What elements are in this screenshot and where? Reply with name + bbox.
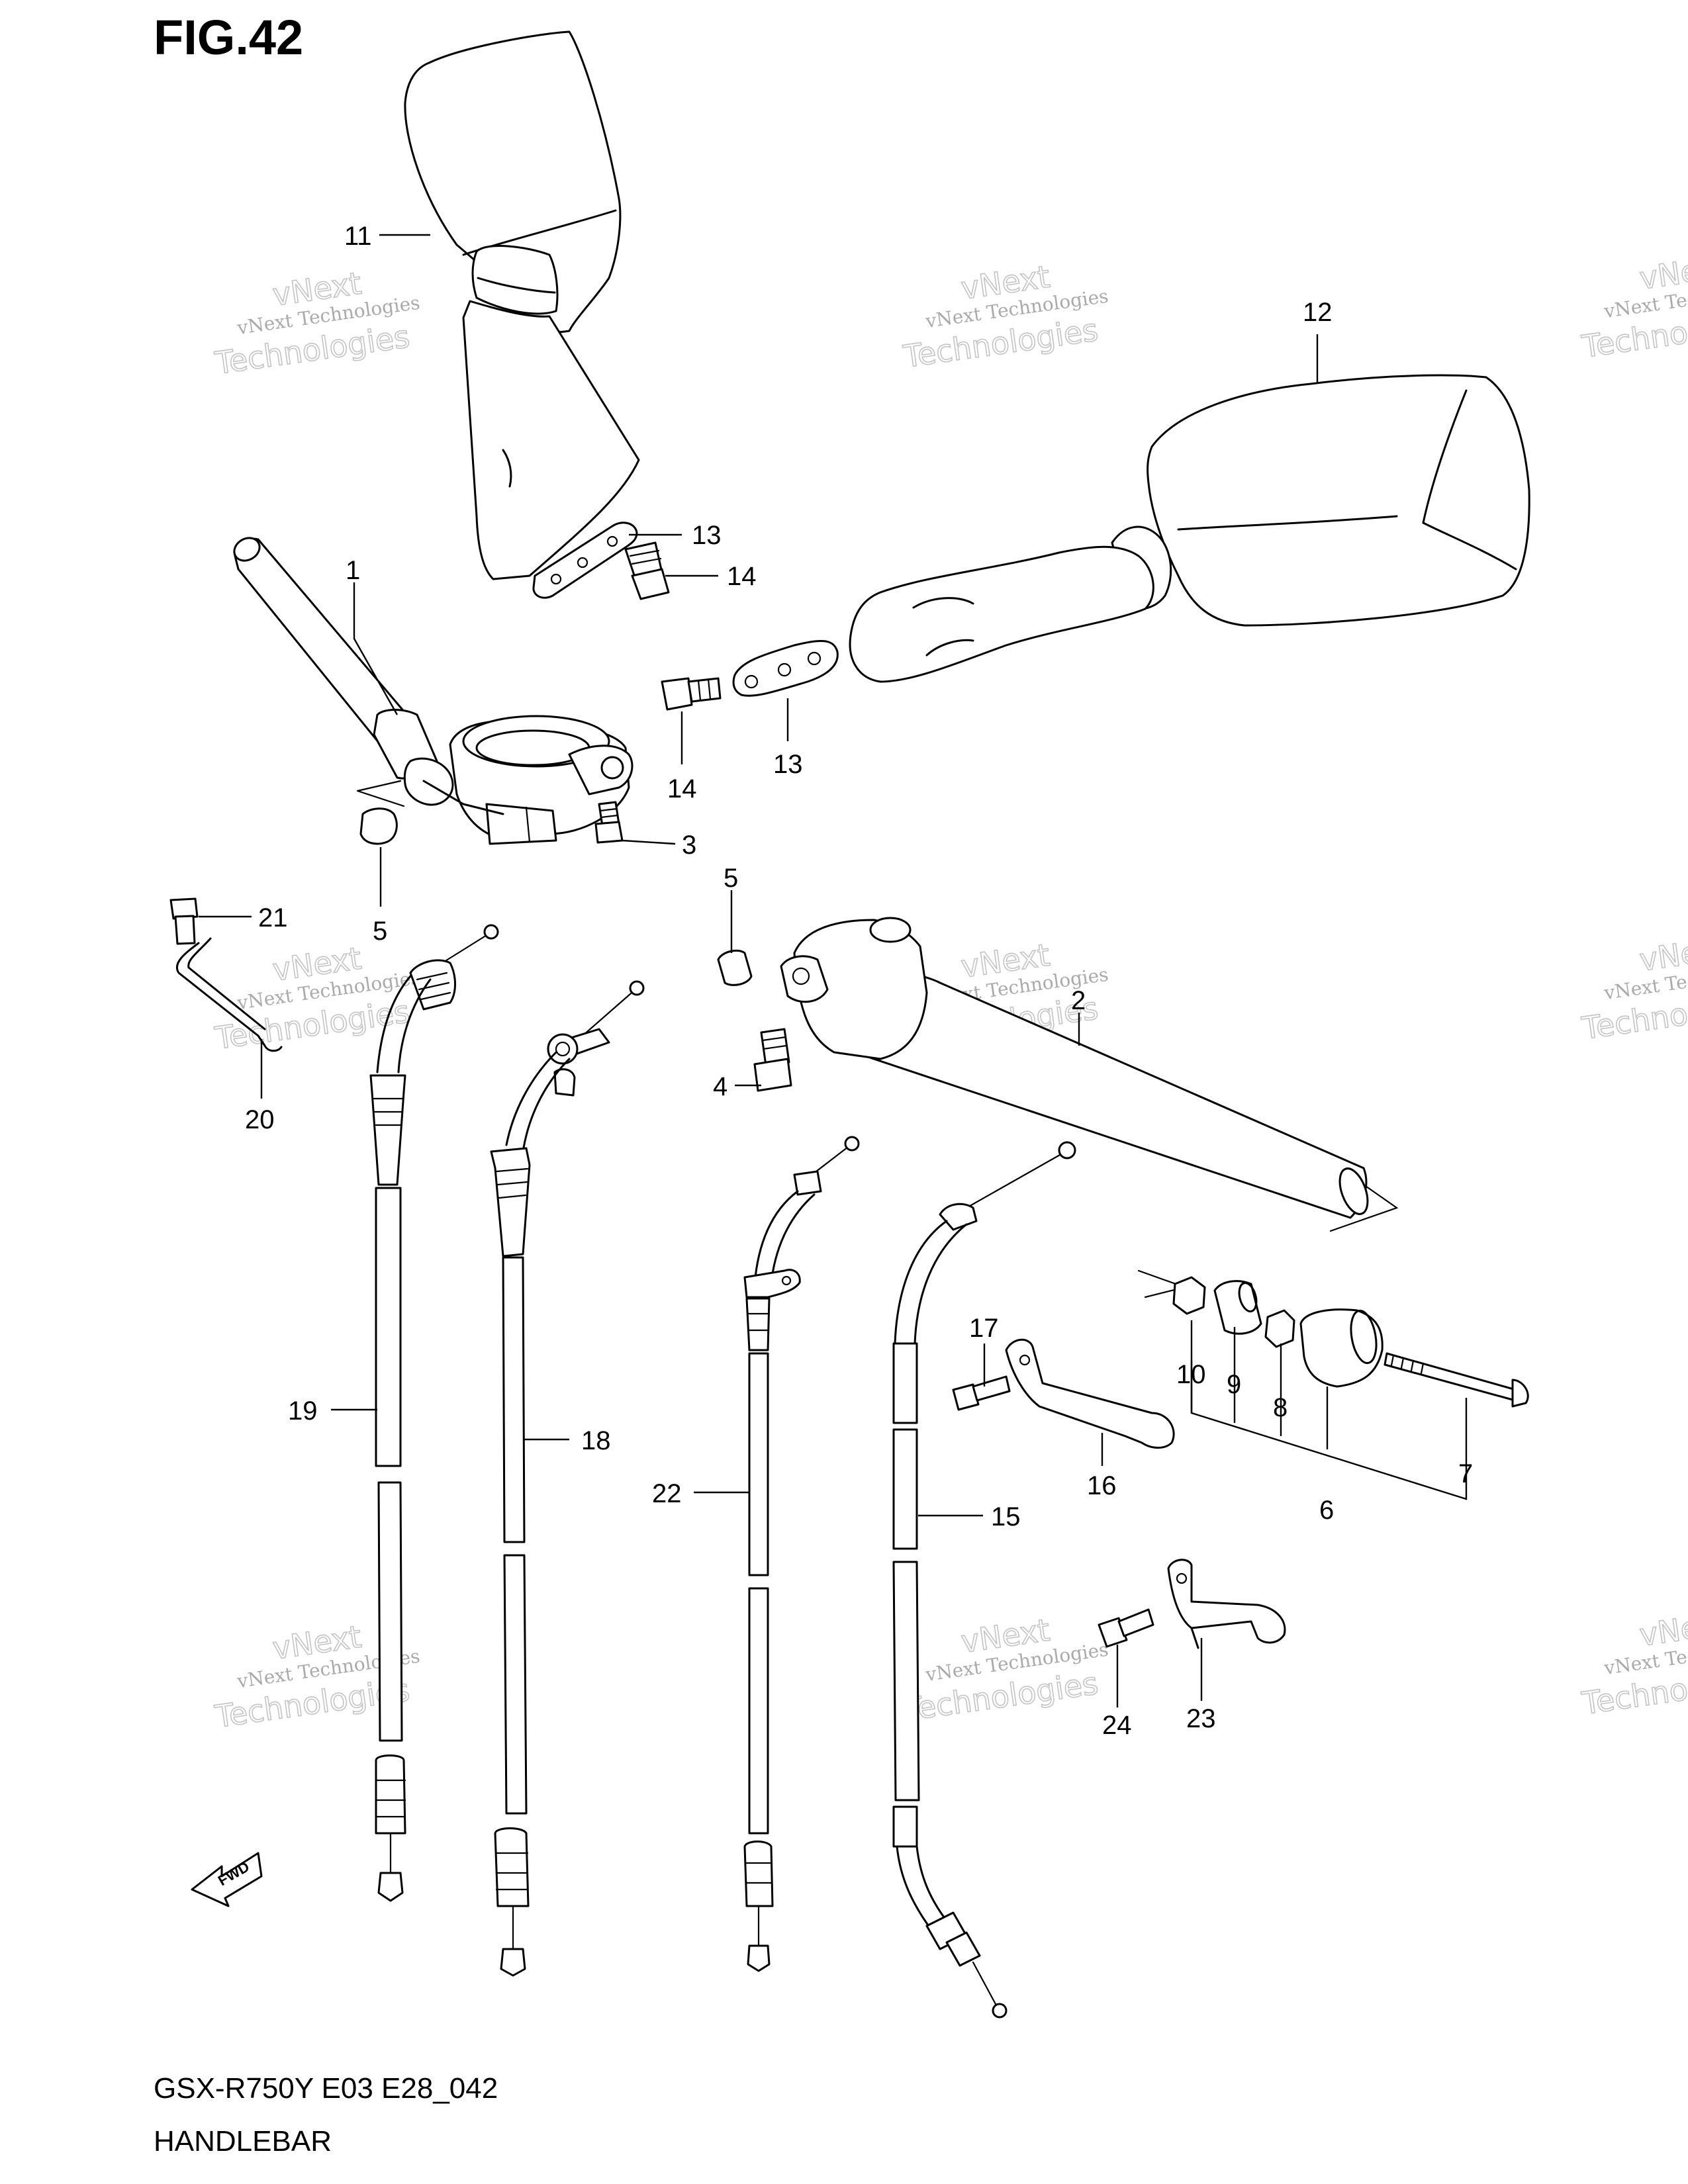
fwd-arrow-icon: FWD — [191, 1852, 263, 1907]
callout-23: 23 — [1186, 1704, 1216, 1733]
watermark-low-center: vNext Technologies vNext Technologies — [900, 1612, 1109, 1729]
callout-20: 20 — [245, 1105, 275, 1134]
cable-15 — [892, 1141, 1076, 2019]
mirror-right — [849, 374, 1530, 683]
callout-4: 4 — [713, 1072, 727, 1101]
mirror-bracket-lower — [732, 639, 839, 697]
callout-24: 24 — [1102, 1711, 1132, 1740]
cable-22 — [743, 1136, 860, 1972]
handlebar-right — [780, 917, 1399, 1298]
handlebar-left — [233, 537, 633, 845]
mirror-left — [404, 30, 640, 580]
mirror-bolt-upper — [624, 541, 670, 600]
watermark-top-left: vNext Technologies vNext Technologies — [212, 265, 421, 382]
callout-7: 7 — [1458, 1459, 1473, 1488]
callout-6: 6 — [1319, 1496, 1334, 1525]
callout-15: 15 — [991, 1502, 1021, 1531]
callout-labels: 11 12 13 14 1 14 13 3 5 21 20 5 2 4 19 1… — [245, 222, 1473, 1740]
callout-13-lower: 13 — [773, 750, 803, 779]
model-code: GSX-R750Y E03 E28_042 — [154, 2072, 498, 2105]
leader-lines — [199, 234, 1468, 1707]
callout-14-lower: 14 — [667, 774, 697, 803]
callout-11: 11 — [344, 222, 372, 251]
bolt-21 — [169, 897, 199, 945]
figure-title: FIG.42 — [154, 10, 303, 65]
callout-13-upper: 13 — [692, 521, 722, 550]
callout-5-upper: 5 — [373, 917, 387, 946]
cable-guide-20 — [175, 937, 283, 1052]
callout-18: 18 — [581, 1426, 611, 1455]
callout-19: 19 — [288, 1396, 318, 1426]
clamp-bolt-3 — [594, 801, 624, 844]
handlebar-plug-right — [717, 949, 753, 986]
watermark-top-right: vNext Technologies vNext Technologies — [1579, 248, 1688, 365]
callout-10: 10 — [1176, 1360, 1206, 1389]
callout-9: 9 — [1227, 1370, 1241, 1399]
bar-end-parts — [1172, 1276, 1529, 1408]
watermark-text: vNext — [1638, 249, 1688, 296]
cable-holder-16 — [1005, 1338, 1175, 1449]
mirror-bolt-lower — [661, 677, 722, 711]
watermark-mid-right: vNext Technologies vNext Technologies — [1579, 930, 1688, 1047]
callout-5-lower: 5 — [724, 864, 738, 893]
callout-2: 2 — [1071, 986, 1086, 1015]
cable-19 — [369, 924, 499, 1902]
callout-22: 22 — [652, 1479, 682, 1508]
callout-17: 17 — [969, 1314, 999, 1343]
watermark-mid-left: vNext Technologies vNext Technologies — [212, 940, 421, 1057]
handlebar-plug-left — [359, 807, 398, 845]
cable-clamp-bolt-24 — [1098, 1608, 1154, 1648]
callout-8: 8 — [1273, 1393, 1288, 1422]
diagram-name: HANDLEBAR — [154, 2125, 332, 2158]
callout-1: 1 — [346, 556, 360, 585]
mirror-bracket-upper — [532, 522, 638, 599]
watermark-top-center: vNext Technologies vNext Technologies — [900, 258, 1109, 375]
callout-16: 16 — [1087, 1471, 1117, 1500]
watermark-text: vNext — [1638, 931, 1688, 978]
clamp-bolt-4 — [753, 1028, 792, 1092]
callout-3: 3 — [682, 831, 696, 860]
cable-holder-bolt-17 — [952, 1375, 1011, 1411]
cable-clamp-23 — [1167, 1559, 1286, 1649]
callout-12: 12 — [1303, 298, 1333, 327]
watermark-text: vNext — [1638, 1606, 1688, 1653]
watermark-low-right: vNext Technologies vNext Technologies — [1579, 1605, 1688, 1722]
callout-21: 21 — [258, 903, 288, 933]
cable-18 — [490, 980, 645, 1977]
callout-14-upper: 14 — [727, 562, 757, 591]
